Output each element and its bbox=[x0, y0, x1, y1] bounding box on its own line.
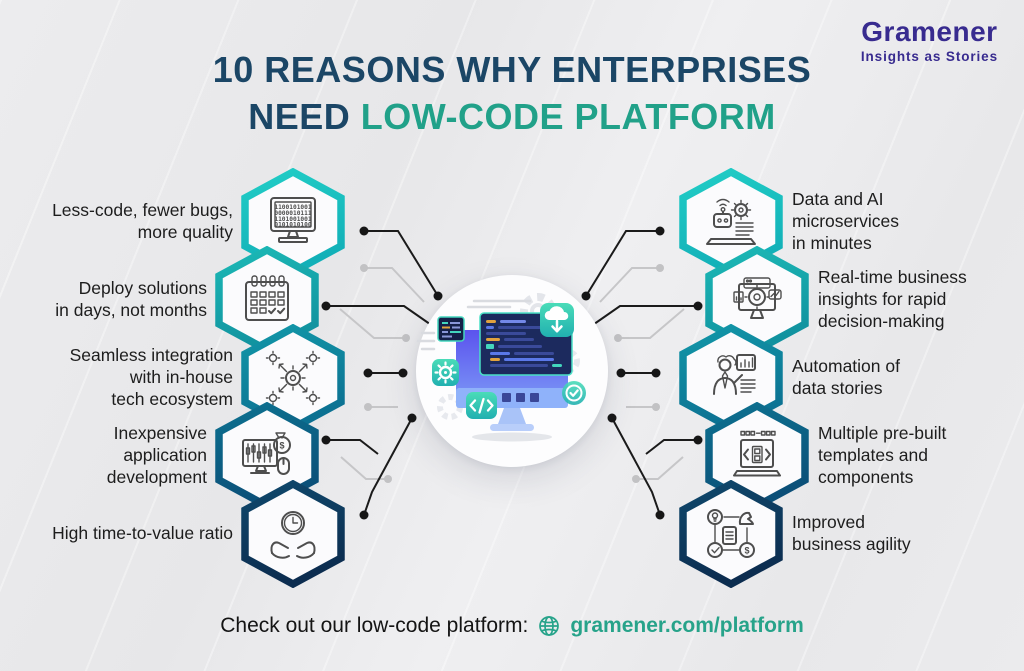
agility-network-icon: $ bbox=[707, 509, 755, 558]
title-line1: 10 REASONS WHY ENTERPRISES bbox=[212, 49, 812, 90]
binary-monitor-icon: 1100101001 0000010111 1101001001 0101010… bbox=[270, 197, 316, 243]
logo-name: Gramener bbox=[861, 16, 998, 47]
data-story-person-icon bbox=[713, 354, 756, 395]
label-business-agility: Improved business agility bbox=[792, 512, 911, 554]
title-line2-dark: NEED bbox=[248, 96, 351, 137]
svg-text:1100101001: 1100101001 bbox=[274, 204, 312, 211]
hexagon-business-agility: $ bbox=[679, 480, 783, 588]
check-badge-icon bbox=[562, 381, 586, 405]
globe-icon bbox=[539, 616, 560, 636]
low-code-illustration bbox=[416, 293, 586, 442]
label-time-to-value: High time-to-value ratio bbox=[52, 523, 233, 543]
templates-laptop-icon bbox=[733, 430, 781, 477]
label-realtime-insights: Real-time business insights for rapid de… bbox=[818, 267, 967, 331]
label-deploy-solutions: Deploy solutions in days, not months bbox=[55, 278, 207, 320]
appdev-monitor-icon: $ bbox=[242, 432, 291, 475]
svg-text:$: $ bbox=[744, 546, 749, 556]
infographic-title: 10 REASONS WHY ENTERPRISES NEED LOW-CODE… bbox=[0, 46, 1024, 140]
label-less-code: Less-code, fewer bugs, more quality bbox=[52, 200, 233, 242]
title-line2-accent: LOW-CODE PLATFORM bbox=[360, 96, 776, 137]
hexagon-time-to-value bbox=[241, 480, 345, 588]
mini-code-window bbox=[437, 316, 465, 342]
gramener-logo: Gramener Insights as Stories bbox=[861, 16, 998, 64]
center-circle bbox=[416, 275, 608, 467]
realtime-dashboard-icon bbox=[733, 277, 782, 319]
code-badge-icon bbox=[466, 392, 497, 419]
platform-link[interactable]: gramener.com/platform bbox=[570, 614, 804, 637]
speed-lines bbox=[416, 299, 532, 351]
footer-text: Check out our low-code platform: bbox=[220, 614, 529, 637]
label-prebuilt-templates: Multiple pre-built templates and compone… bbox=[818, 423, 947, 487]
svg-text:0000010111: 0000010111 bbox=[274, 210, 312, 217]
label-inexpensive-development: Inexpensive application development bbox=[106, 423, 207, 487]
hands-clock-icon bbox=[270, 511, 316, 559]
ai-robot-icon bbox=[706, 198, 756, 245]
gear-badge-icon bbox=[432, 359, 459, 386]
cloud-download-icon bbox=[540, 303, 574, 337]
svg-text:1101001001: 1101001001 bbox=[274, 216, 312, 223]
footer: Check out our low-code platform: gramene… bbox=[0, 614, 1024, 638]
label-seamless-integration: Seamless integration with in-house tech … bbox=[69, 345, 233, 409]
label-automation-stories: Automation of data stories bbox=[792, 356, 900, 398]
logo-tagline: Insights as Stories bbox=[860, 49, 998, 64]
calendar-icon bbox=[245, 275, 289, 321]
svg-text:0101010100: 0101010100 bbox=[274, 222, 312, 229]
integration-gear-icon bbox=[265, 350, 321, 406]
label-ai-microservices: Data and AI microservices in minutes bbox=[792, 189, 899, 253]
title-line2: NEED LOW-CODE PLATFORM bbox=[0, 93, 1024, 140]
svg-text:$: $ bbox=[279, 441, 284, 451]
